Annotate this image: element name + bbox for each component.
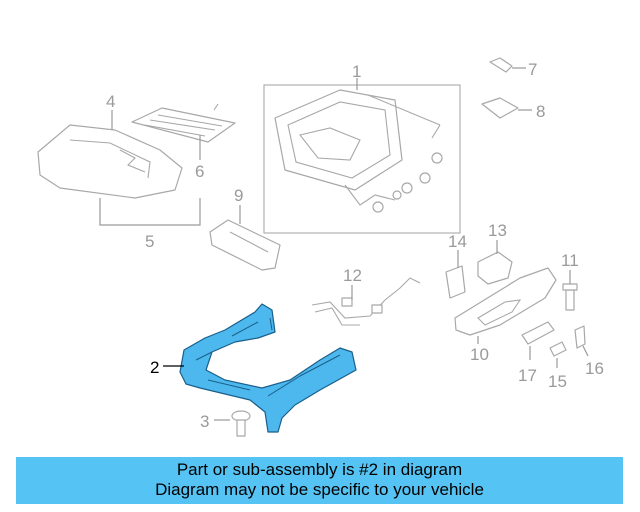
callout-5: 5 bbox=[145, 232, 154, 251]
callout-15: 15 bbox=[548, 372, 567, 391]
parts-diagram: 1 2 3 4 5 6 7 8 9 10 11 12 13 14 15 16 1… bbox=[37, 57, 604, 437]
callout-3: 3 bbox=[200, 412, 209, 431]
callout-16: 16 bbox=[585, 359, 604, 378]
part-12-harness bbox=[311, 277, 421, 326]
part-15-knob bbox=[549, 341, 567, 368]
callout-6: 6 bbox=[195, 162, 204, 181]
part-14-switch bbox=[445, 250, 466, 299]
info-banner: Part or sub-assembly is #2 in diagram Di… bbox=[16, 457, 623, 504]
part-13-switch bbox=[477, 240, 513, 285]
leader-5 bbox=[99, 198, 201, 226]
part-9-cover bbox=[209, 205, 281, 271]
part-4-seat-cushion bbox=[37, 110, 201, 226]
callout-10: 10 bbox=[470, 345, 489, 364]
callout-14: 14 bbox=[448, 232, 467, 251]
part-1-seat-frame bbox=[263, 78, 461, 234]
callout-13: 13 bbox=[488, 221, 507, 240]
part-7-clip bbox=[489, 57, 526, 73]
callout-9: 9 bbox=[234, 186, 243, 205]
callout-1: 1 bbox=[352, 62, 361, 81]
callout-12: 12 bbox=[343, 266, 362, 285]
part-2-seat-track-frame-highlighted bbox=[163, 303, 357, 433]
callout-11: 11 bbox=[561, 251, 579, 270]
part-3-bolt bbox=[214, 410, 251, 437]
callout-17: 17 bbox=[518, 366, 537, 385]
part-17-knob bbox=[521, 321, 555, 360]
part-8-pad bbox=[481, 97, 532, 119]
leader-16 bbox=[582, 345, 589, 357]
part-6-cushion-pad bbox=[131, 103, 236, 160]
part-10-side-shield bbox=[454, 267, 557, 344]
callout-8: 8 bbox=[536, 102, 545, 121]
callout-2: 2 bbox=[150, 358, 159, 377]
part-11-bolt bbox=[562, 270, 578, 311]
callout-7: 7 bbox=[528, 60, 537, 79]
banner-line-disclaimer: Diagram may not be specific to your vehi… bbox=[155, 480, 484, 499]
part-16-knob bbox=[574, 325, 589, 357]
callout-4: 4 bbox=[106, 92, 115, 111]
banner-line-part-number: Part or sub-assembly is #2 in diagram bbox=[176, 460, 463, 479]
